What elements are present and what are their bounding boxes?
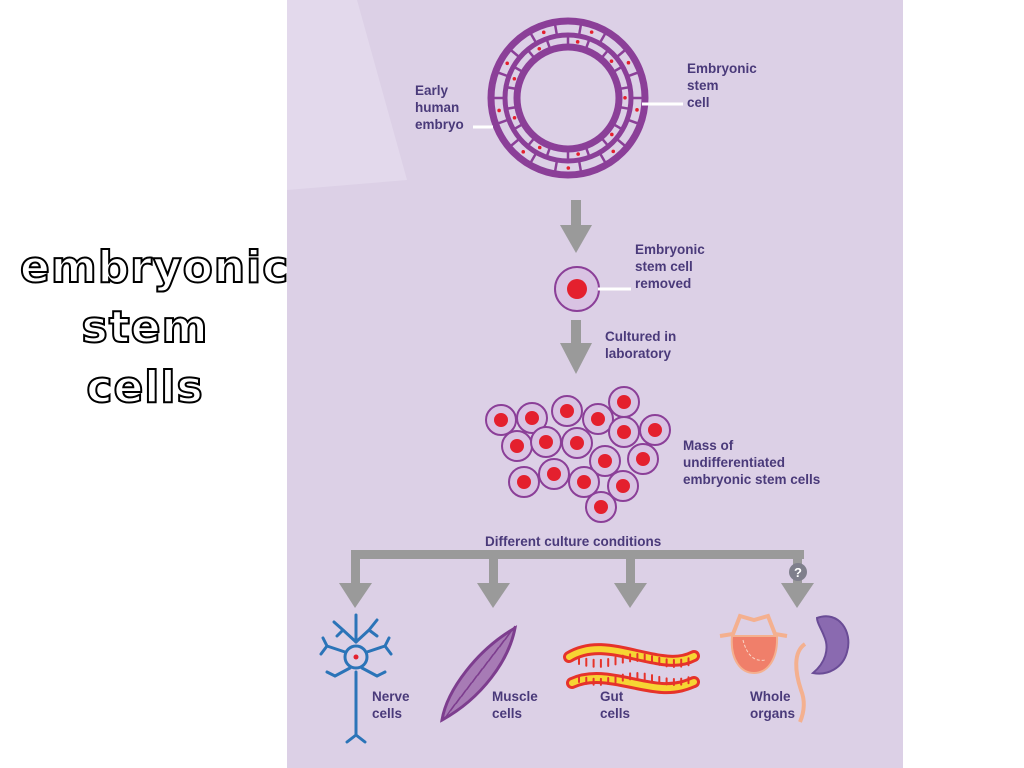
branch-connector: [351, 550, 804, 586]
arrow-muscle: [477, 583, 510, 608]
label-muscle-cells: Muscle cells: [492, 689, 538, 721]
title-line-2: stem: [81, 301, 209, 354]
label-culture-conditions: Different culture conditions: [485, 534, 662, 549]
muscle-cell-icon: [440, 625, 518, 723]
ring-nuclei: [497, 30, 639, 170]
label-gut-cells: Gut cells: [600, 689, 631, 721]
arrow-down-1: [560, 200, 592, 253]
ring-divisions: [491, 21, 645, 175]
arrow-gut: [614, 583, 647, 608]
removed-stem-cell: [554, 266, 600, 312]
label-embryonic-stem-cell: Embryonic stem cell: [687, 61, 757, 110]
label-whole-organs: Whole organs: [750, 689, 796, 721]
label-cell-removed: Embryonic stem cell removed: [635, 242, 705, 291]
early-embryo-ring: [487, 17, 649, 179]
title-line-1: embryonic: [19, 241, 290, 294]
arrow-organs: [781, 583, 814, 608]
arrow-down-2: [560, 320, 592, 374]
title-line-3: cells: [85, 361, 204, 414]
label-early-embryo: Early human embryo: [415, 83, 464, 132]
arrowheads: [339, 583, 814, 608]
diagram-svg: ?: [287, 0, 850, 744]
slide-title: embryonic stem cells: [19, 238, 290, 418]
gut-cell-icon: [563, 643, 700, 695]
organ-icon-purple: [810, 615, 850, 675]
label-cultured: Cultured in laboratory: [605, 329, 677, 361]
stem-cell-diagram: ?: [287, 0, 903, 768]
cell-mass: [485, 386, 671, 523]
nerve-cell-icon: [319, 613, 393, 744]
background-sheen: [287, 0, 407, 190]
organ-icon-orange: [719, 613, 807, 723]
label-mass: Mass of undifferentiated embryonic stem …: [683, 438, 821, 487]
question-mark-text: ?: [794, 565, 802, 580]
arrow-nerve: [339, 583, 372, 608]
label-nerve-cells: Nerve cells: [372, 689, 410, 721]
question-badge: ?: [789, 563, 807, 581]
